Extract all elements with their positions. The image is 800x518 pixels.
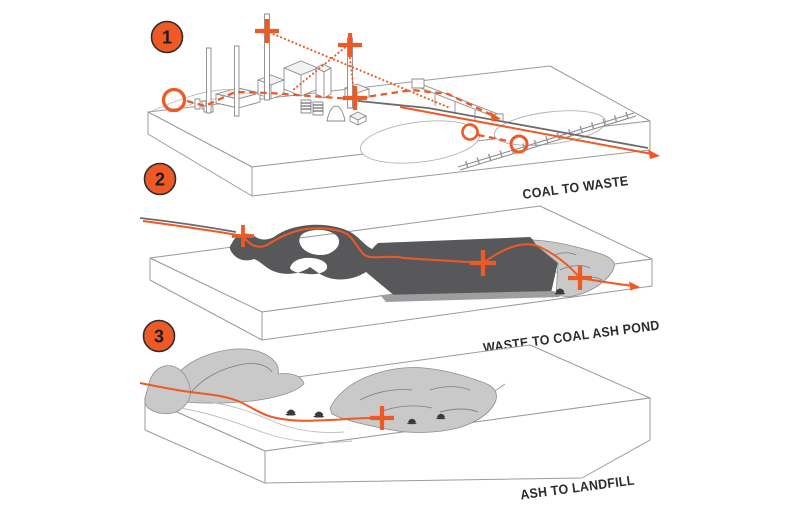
smokestack: [234, 45, 240, 117]
cross-marker-icon: [255, 19, 279, 43]
coal-flow-dashed-path: [186, 88, 495, 118]
arrowhead-icon: [648, 149, 660, 159]
pond-bank: [380, 291, 560, 302]
panel-ash-to-landfill: 3 ASH TO LANDFILL: [139, 319, 651, 503]
pond-organic-shape: [229, 224, 408, 280]
badge-circle: [150, 20, 184, 54]
step-badge-2: 2: [143, 162, 177, 196]
arrowhead-icon: [490, 111, 501, 122]
cross-marker-icon: [343, 86, 367, 110]
panel-coal-to-waste: 1 COAL TO WASTE: [147, 13, 660, 202]
waste-exit-line: [399, 106, 653, 155]
badge-circle: [143, 162, 177, 196]
valley-contour: [195, 399, 345, 433]
cross-marker-icon: [568, 266, 592, 290]
step-badge-3: 3: [142, 319, 176, 353]
silo-stacks: [300, 99, 324, 116]
flow-overlay: [161, 19, 660, 159]
panel-label: COAL TO WASTE: [522, 173, 630, 202]
cone-structure: [326, 105, 346, 122]
cross-marker-icon: [338, 33, 362, 57]
step-badge-1: 1: [150, 20, 184, 54]
coal-ash-pond: [229, 224, 560, 302]
slab-front-face: [264, 397, 651, 484]
circle-marker-icon: [509, 134, 529, 154]
cross-marker-icon: [232, 225, 254, 247]
valley-contour: [179, 407, 353, 443]
pond-main-basin: [364, 237, 558, 297]
circle-marker-icon: [161, 87, 187, 113]
arrowhead-icon: [629, 281, 640, 291]
railway-track: [457, 111, 637, 171]
badge-number: 2: [155, 170, 165, 190]
smokestack: [264, 13, 270, 101]
conveyor-gantry: [411, 78, 504, 122]
flow-arc: [482, 243, 581, 279]
rail-line: [139, 217, 237, 233]
circle-marker-icon: [461, 123, 479, 141]
dotted-link: [347, 48, 356, 94]
flow-overlay: [139, 217, 640, 291]
front-hill: [144, 365, 191, 414]
dotted-link: [291, 43, 350, 92]
cross-marker-icon: [370, 406, 394, 430]
dotted-link: [264, 29, 452, 110]
smokestack: [206, 47, 212, 114]
badge-circle: [142, 319, 176, 353]
cross-marker-icon: [470, 250, 496, 276]
badge-number: 3: [154, 327, 164, 347]
badge-number: 1: [162, 28, 172, 48]
rail-line: [357, 100, 649, 149]
coal-flow-dashed-path: [477, 133, 509, 143]
flow-overlay: [139, 382, 394, 430]
ash-flow-line: [139, 382, 382, 422]
